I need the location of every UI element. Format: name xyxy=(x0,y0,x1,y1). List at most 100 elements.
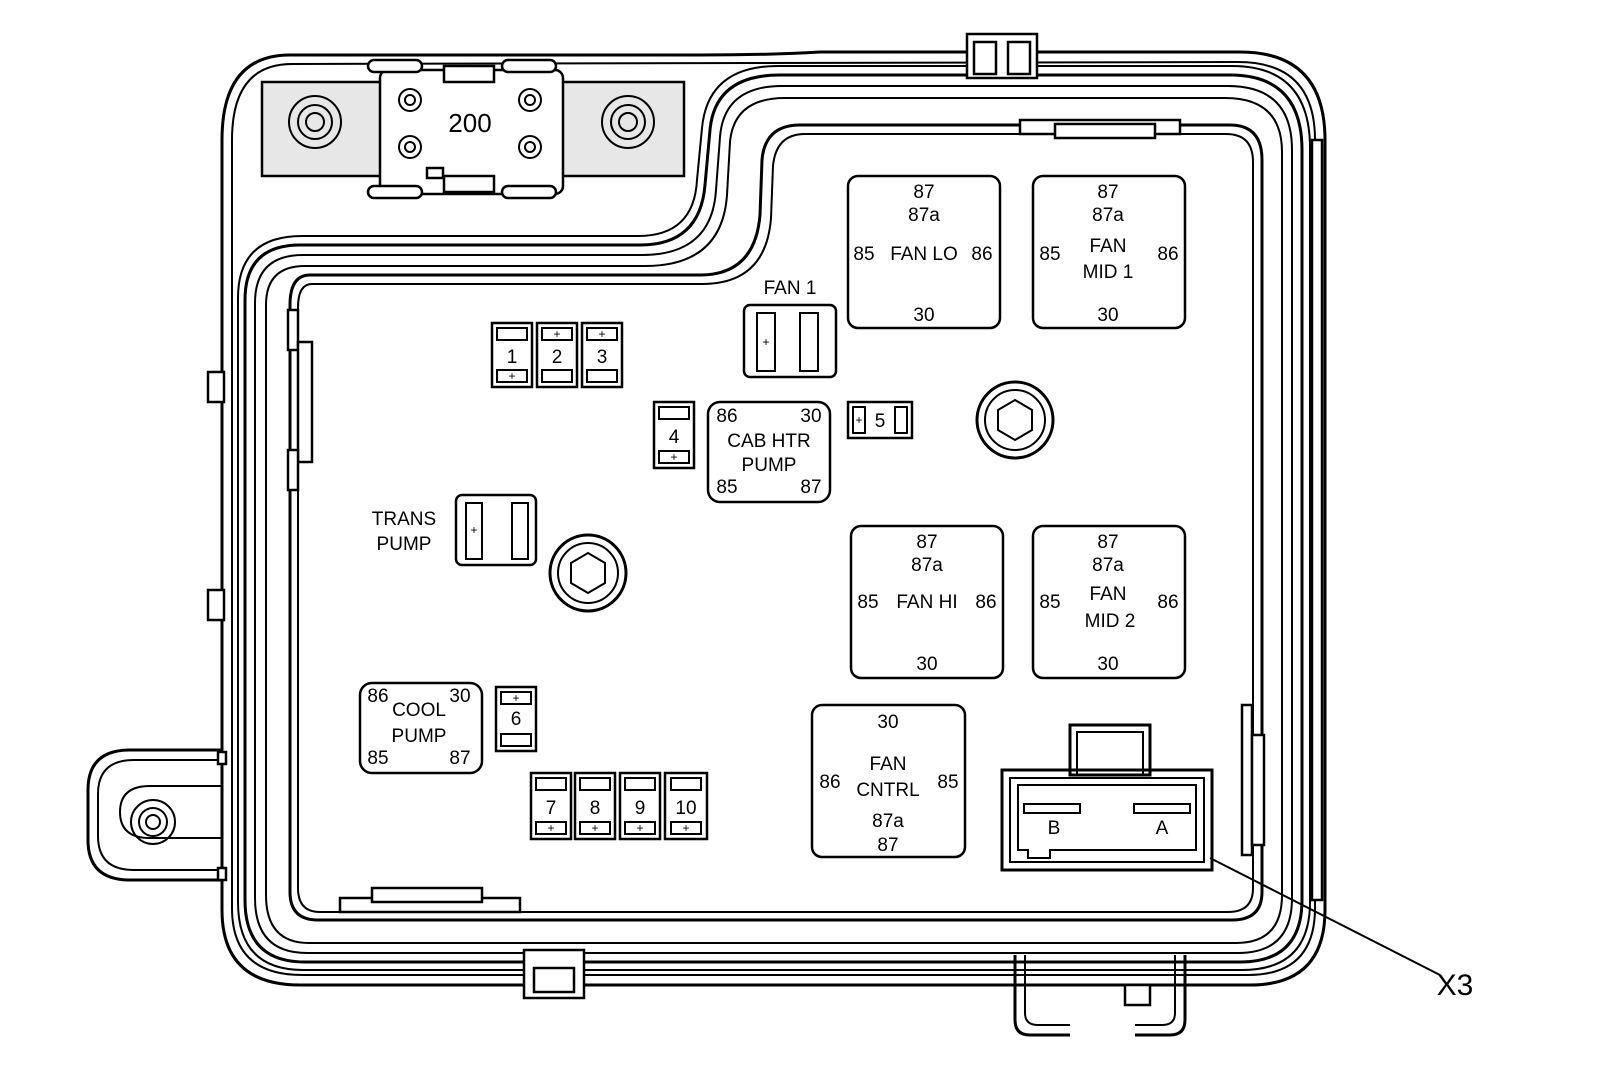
fuse-6-number: 6 xyxy=(511,709,522,730)
fuse-1: + 1 xyxy=(490,321,534,389)
fuse-1-plus: + xyxy=(508,369,515,383)
fuse-2: + 2 xyxy=(535,321,579,389)
connector-x3: B A X3 xyxy=(1000,723,1474,1002)
relay-cab-htr-pump-85: 85 xyxy=(716,477,737,498)
cartridge-fuse-fan-1: FAN 1 + xyxy=(742,278,838,379)
fuse-7-number: 7 xyxy=(546,798,557,819)
relay-fan-hi-name: FAN HI xyxy=(896,592,957,613)
relay-fan-mid-2-name-2: MID 2 xyxy=(1085,611,1136,632)
fuse-4-plus: + xyxy=(670,450,677,464)
fuse-6-plus: + xyxy=(512,691,519,705)
relay-cab-htr-pump-87: 87 xyxy=(800,477,821,498)
fuse-1-number: 1 xyxy=(507,347,518,368)
relay-cool-pump-30: 30 xyxy=(449,686,470,707)
fuse-7-plus: + xyxy=(547,821,554,835)
fuse-4: + 4 xyxy=(652,400,696,470)
fuse-8: + 8 xyxy=(573,771,617,841)
relay-cab-htr-pump-name-1: CAB HTR xyxy=(727,431,810,452)
connector-x3-leader-line xyxy=(1209,857,1441,976)
relay-fan-lo-87a: 87a xyxy=(908,205,940,226)
fuse-10-plus: + xyxy=(682,821,689,835)
relay-cab-htr-pump-name-2: PUMP xyxy=(742,455,797,476)
relay-fan-mid-2-87: 87 xyxy=(1097,532,1118,553)
relay-cool-pump-name-2: PUMP xyxy=(392,726,447,747)
fuse-9-plus: + xyxy=(636,821,643,835)
connector-x3-pin-b: B xyxy=(1048,818,1061,839)
relay-fan-lo-87: 87 xyxy=(913,182,934,203)
mounting-ear-left xyxy=(86,308,314,882)
relay-fan-hi-30: 30 xyxy=(916,654,937,675)
fuse-3-plus: + xyxy=(598,327,605,341)
relay-fan-hi-87a: 87a xyxy=(911,555,943,576)
relay-fan-cntrl-name-2: CNTRL xyxy=(856,780,919,801)
fuse-10-number: 10 xyxy=(675,798,696,819)
relay-fan-cntrl-87a: 87a xyxy=(872,811,904,832)
fuse-9-number: 9 xyxy=(635,798,646,819)
relay-fan-hi-85: 85 xyxy=(857,592,878,613)
relay-fan-cntrl-86: 86 xyxy=(819,772,840,793)
relay-cab-htr-pump: 86 30 CAB HTR PUMP 85 87 xyxy=(706,400,832,504)
fuse-7: + 7 xyxy=(529,771,573,841)
fuse-8-number: 8 xyxy=(590,798,601,819)
mega-fuse-200: 200 xyxy=(260,58,686,200)
cartridge-fuse-trans-pump-label-1: TRANS xyxy=(372,509,436,530)
fuse-8-plus: + xyxy=(591,821,598,835)
relay-fan-mid-1-name-2: MID 1 xyxy=(1083,262,1134,283)
relay-fan-mid-1-name-1: FAN xyxy=(1090,236,1127,257)
relay-fan-hi-87: 87 xyxy=(916,532,937,553)
fuse-6: + 6 xyxy=(494,685,538,753)
connector-x3-callout: X3 xyxy=(1437,969,1474,1002)
fuse-10: + 10 xyxy=(663,771,709,841)
relay-fan-cntrl-30: 30 xyxy=(877,712,898,733)
relay-fan-cntrl-87: 87 xyxy=(877,835,898,856)
housing-outline xyxy=(220,50,1327,987)
cartridge-fuse-fan-1-label: FAN 1 xyxy=(764,278,817,299)
relay-fan-mid-2-87a: 87a xyxy=(1092,555,1124,576)
relay-cab-htr-pump-30: 30 xyxy=(800,406,821,427)
relay-cool-pump: 86 30 COOL PUMP 85 87 xyxy=(358,681,484,775)
latch-top xyxy=(965,32,1182,140)
relay-fan-mid-2-name-1: FAN xyxy=(1090,584,1127,605)
relay-fan-hi: 87 87a 85 FAN HI 86 30 xyxy=(849,524,1005,680)
relay-fan-mid-1-85: 85 xyxy=(1039,244,1060,265)
relay-fan-mid-1-30: 30 xyxy=(1097,305,1118,326)
fuse-9: + 9 xyxy=(618,771,662,841)
fuse-2-plus: + xyxy=(553,327,560,341)
cartridge-fuse-trans-pump-plus: + xyxy=(470,523,477,537)
fuse-5-plus: + xyxy=(855,413,862,427)
relay-fan-mid-2-30: 30 xyxy=(1097,654,1118,675)
relay-fan-mid-2: 87 87a 85 FAN MID 2 86 30 xyxy=(1031,524,1187,680)
relay-fan-cntrl: 30 86 FAN CNTRL 85 87a 87 xyxy=(810,703,967,859)
relay-fan-mid-2-86: 86 xyxy=(1157,592,1178,613)
connector-x3-pin-a: A xyxy=(1156,818,1169,839)
fuse-3: + 3 xyxy=(580,321,624,389)
relay-fan-lo-30: 30 xyxy=(913,305,934,326)
cartridge-fuse-trans-pump-label-2: PUMP xyxy=(377,534,432,555)
relay-fan-cntrl-85: 85 xyxy=(937,772,958,793)
latch-bottom xyxy=(338,886,1187,1037)
relay-fan-lo-85: 85 xyxy=(853,244,874,265)
relay-fan-mid-1: 87 87a 85 FAN MID 1 86 30 xyxy=(1031,174,1187,330)
relay-fan-mid-2-85: 85 xyxy=(1039,592,1060,613)
relay-cool-pump-87: 87 xyxy=(449,748,470,769)
relay-cool-pump-name-1: COOL xyxy=(392,700,446,721)
relay-fan-lo: 87 87a 85 FAN LO 86 30 xyxy=(846,174,1002,330)
cartridge-fuse-fan-1-plus: + xyxy=(762,335,769,349)
relay-cool-pump-85: 85 xyxy=(367,748,388,769)
cartridge-fuse-trans-pump: TRANS PUMP + xyxy=(372,493,538,567)
relay-fan-mid-1-87a: 87a xyxy=(1092,205,1124,226)
relay-fan-lo-name: FAN LO xyxy=(890,244,958,265)
relay-fan-mid-1-87: 87 xyxy=(1097,182,1118,203)
fuse-2-number: 2 xyxy=(552,347,563,368)
fuse-5: + 5 xyxy=(846,400,914,440)
mega-fuse-rating: 200 xyxy=(448,108,491,138)
relay-fan-hi-86: 86 xyxy=(975,592,996,613)
fuse-5-number: 5 xyxy=(875,411,886,432)
relay-cool-pump-86: 86 xyxy=(367,686,388,707)
relay-fan-lo-86: 86 xyxy=(971,244,992,265)
stud-post-lower xyxy=(548,533,628,613)
relay-fan-cntrl-name-1: FAN xyxy=(870,754,907,775)
relay-fan-mid-1-86: 86 xyxy=(1157,244,1178,265)
side-tabs-right xyxy=(1240,138,1324,902)
